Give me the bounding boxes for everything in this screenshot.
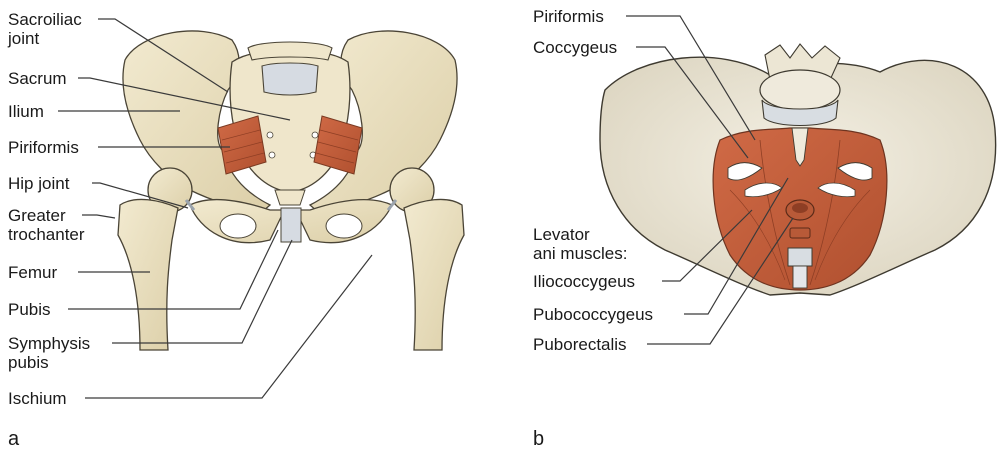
label-sacroiliac-line2: joint (8, 29, 40, 48)
label-hip-joint: Hip joint (8, 174, 70, 193)
label-sacroiliac-line1: Sacroiliac (8, 10, 82, 29)
label-coccygeus: Coccygeus (533, 38, 618, 57)
label-ischium: Ischium (8, 389, 67, 408)
label-puborectalis: Puborectalis (533, 335, 627, 354)
label-sacrum: Sacrum (8, 69, 67, 88)
label-ilium: Ilium (8, 102, 44, 121)
label-piriformis-b: Piriformis (533, 7, 604, 26)
label-symphysis-pubis: Symphysis pubis (8, 334, 90, 372)
panel-letter-b: b (533, 428, 545, 450)
label-symphysis-line2: pubis (8, 353, 49, 372)
panel-b-leaders (626, 15, 794, 345)
label-pubis: Pubis (8, 300, 51, 319)
label-symphysis-line1: Symphysis (8, 334, 91, 353)
panel-b-pelvis (599, 43, 997, 296)
panel-a-leaders (58, 18, 373, 399)
label-piriformis-a: Piriformis (8, 138, 79, 157)
label-sacroiliac-joint: Sacroiliac joint (8, 10, 82, 48)
label-greater-trochanter-line1: Greater (8, 206, 66, 225)
label-levator-ani-muscles: Levator ani muscles: (533, 225, 627, 263)
label-pubococcygeus: Pubococcygeus (533, 305, 654, 324)
label-greater-trochanter-line2: trochanter (8, 225, 85, 244)
label-levator-line2: ani muscles: (533, 244, 628, 263)
panel-letter-a: a (8, 428, 20, 450)
label-greater-trochanter: Greater trochanter (8, 206, 85, 244)
label-levator-line1: Levator (533, 225, 590, 244)
label-iliococcygeus: Iliococcygeus (533, 272, 636, 291)
panel-a-pelvis (117, 30, 465, 351)
label-femur: Femur (8, 263, 58, 282)
